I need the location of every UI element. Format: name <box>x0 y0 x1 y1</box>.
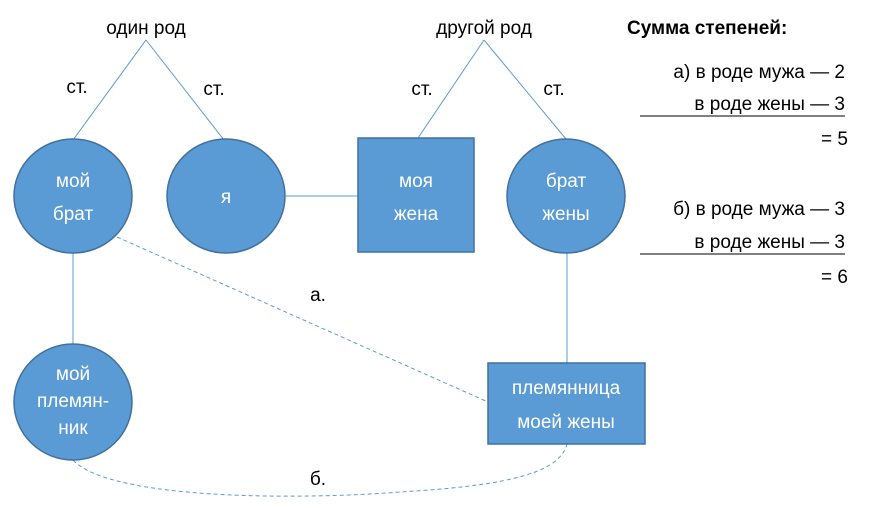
svg-text:ник: ник <box>58 418 88 439</box>
svg-text:племян-: племян- <box>37 391 109 412</box>
svg-text:брат: брат <box>53 204 94 225</box>
node-my-nephew: мой племян- ник <box>13 343 133 461</box>
svg-text:мой: мой <box>56 364 90 385</box>
left-group-line-me <box>145 39 225 141</box>
degree-label: ст. <box>66 77 87 98</box>
svg-text:племянница: племянница <box>512 378 621 399</box>
summary-a-line1: а) в роде мужа — 2 <box>673 62 845 83</box>
node-me: я <box>166 138 286 254</box>
svg-text:моя: моя <box>399 171 433 192</box>
svg-text:жены: жены <box>542 204 589 225</box>
summary-title: Сумма степеней: <box>627 18 787 39</box>
summary-b-line1: б) в роде мужа — 3 <box>673 199 845 220</box>
summary-b-line2: в роде жены — 3 <box>694 232 845 253</box>
path-b-dashed <box>72 443 568 497</box>
right-group-line-wife <box>417 39 485 139</box>
node-wife-brother: брат жены <box>506 138 626 254</box>
group-left-label: один род <box>106 18 185 39</box>
svg-text:жена: жена <box>394 204 439 225</box>
degree-label: ст. <box>411 79 432 100</box>
right-group-line-wife-brother <box>483 39 567 140</box>
node-wife-niece: племянница моей жены <box>487 362 646 445</box>
node-my-brother: мой брат <box>13 138 133 254</box>
degree-label: ст. <box>543 79 564 100</box>
svg-text:мой: мой <box>56 171 90 192</box>
summary-a-line2: в роде жены — 3 <box>694 94 845 115</box>
degree-label: ст. <box>203 79 224 100</box>
path-a-label: а. <box>310 285 326 306</box>
svg-text:моей жены: моей жены <box>517 412 615 433</box>
svg-text:брат: брат <box>546 171 587 192</box>
svg-text:я: я <box>221 187 231 208</box>
path-a-dashed <box>116 236 489 403</box>
node-my-wife: моя жена <box>357 137 475 253</box>
left-group-line-brother <box>72 39 147 141</box>
path-b-label: б. <box>310 469 326 490</box>
summary-b-total: = 6 <box>821 267 848 288</box>
group-right-label: другой род <box>436 18 532 39</box>
summary-a-total: = 5 <box>821 129 848 150</box>
